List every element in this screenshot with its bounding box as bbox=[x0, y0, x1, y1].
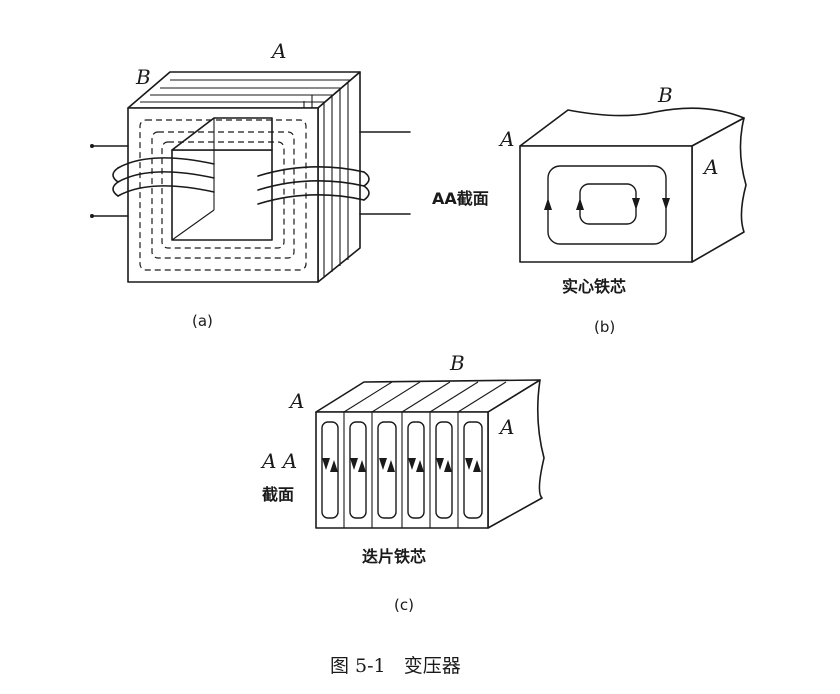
diagram-c-label-A-right: A bbox=[498, 415, 514, 439]
diagram-c-section-label-bottom: 截面 bbox=[262, 485, 294, 504]
diagram-a-transformer: A B (a) bbox=[90, 39, 411, 330]
diagram-c-laminated-core: B A A A A 截面 迭片铁芯 (c) bbox=[260, 351, 545, 614]
diagram-c-label-A-left: A bbox=[288, 389, 304, 413]
diagram-c-core-label: 迭片铁芯 bbox=[362, 547, 426, 566]
diagram-c-section-label-top: A A bbox=[260, 449, 297, 473]
diagram-b-section-label: AA截面 bbox=[432, 189, 489, 208]
diagram-b-caption: (b) bbox=[594, 318, 615, 336]
diagram-b-label-A-right: A bbox=[702, 155, 718, 179]
diagram-b-core-label: 实心铁芯 bbox=[562, 277, 626, 296]
diagram-a-label-A: A bbox=[270, 39, 286, 63]
diagram-a-label-B: B bbox=[135, 65, 151, 89]
diagram-c-label-B: B bbox=[449, 351, 465, 375]
diagram-b-solid-core: B A A AA截面 实心铁芯 (b) bbox=[432, 83, 747, 336]
diagram-c-caption: (c) bbox=[394, 596, 414, 614]
diagram-b-label-A-left: A bbox=[498, 127, 514, 151]
figure-caption: 图 5-1 变压器 bbox=[330, 655, 461, 677]
diagram-a-caption: (a) bbox=[192, 312, 213, 330]
diagram-b-label-B: B bbox=[657, 83, 673, 107]
